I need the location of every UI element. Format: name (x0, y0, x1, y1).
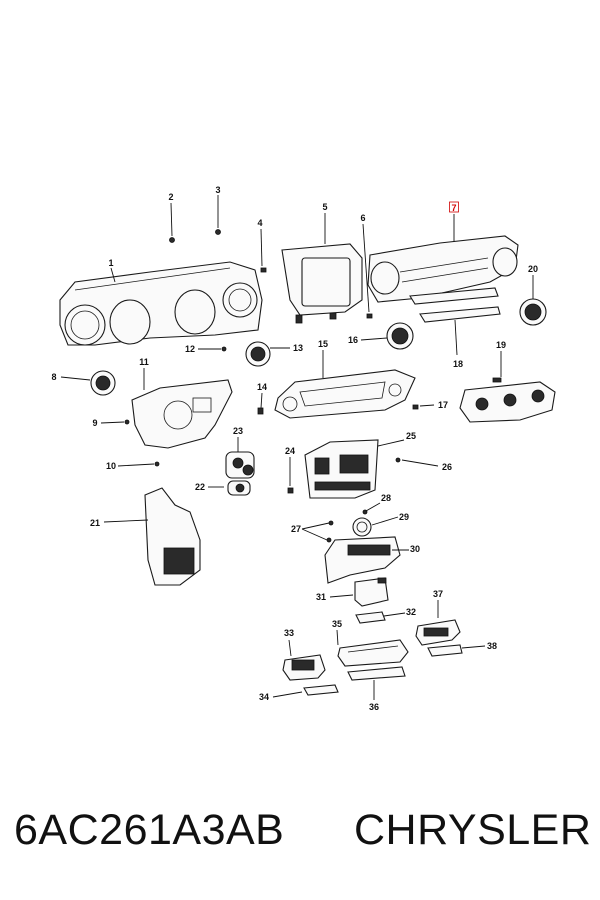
part-clip-12 (221, 346, 227, 352)
part-number: 6AC261A3AB (14, 806, 285, 854)
part-switch-22 (227, 480, 251, 496)
part-clip-3 (215, 229, 221, 235)
part-switch-23 (225, 451, 255, 479)
part-bin-33 (282, 654, 326, 681)
footer: 6AC261A3AB CHRYSLER (0, 800, 600, 860)
part-column-bezel (131, 379, 233, 449)
callout-9: 9 (92, 418, 97, 428)
callout-labels: 1 2 3 4 5 6 7 8 9 10 11 12 13 14 15 16 1… (51, 185, 538, 712)
callout-24: 24 (285, 446, 295, 456)
part-clip-6 (366, 313, 373, 319)
callout-37: 37 (433, 589, 443, 599)
part-clip-2 (169, 237, 175, 243)
callout-15: 15 (318, 339, 328, 349)
callout-38: 38 (487, 641, 497, 651)
callout-33: 33 (284, 628, 294, 638)
callout-5: 5 (322, 202, 327, 212)
part-bin-37 (415, 619, 461, 646)
callout-25: 25 (406, 431, 416, 441)
callout-36: 36 (369, 702, 379, 712)
callout-20: 20 (528, 264, 538, 274)
callout-6: 6 (360, 213, 365, 223)
part-clip-14 (257, 407, 264, 415)
callout-13: 13 (293, 343, 303, 353)
callout-12: 12 (185, 344, 195, 354)
part-shifter-bezel (324, 536, 401, 584)
callout-4: 4 (257, 218, 262, 228)
callout-1: 1 (108, 258, 113, 268)
part-clip-4 (260, 267, 267, 273)
callout-29: 29 (399, 512, 409, 522)
callout-32: 32 (406, 607, 416, 617)
manufacturer-name: CHRYSLER (354, 806, 592, 854)
callout-7: 7 (451, 203, 456, 213)
callout-31: 31 (316, 592, 326, 602)
callout-16: 16 (348, 335, 358, 345)
callout-10: 10 (106, 461, 116, 471)
part-vent-8 (90, 370, 116, 396)
part-clip-10 (154, 461, 160, 467)
part-clip-27a (328, 520, 334, 526)
callout-18: 18 (453, 359, 463, 369)
part-mat-34 (303, 684, 339, 696)
part-vent-13 (245, 341, 271, 367)
callout-14: 14 (257, 382, 267, 392)
part-instrument-bezel (59, 261, 263, 346)
part-climate-control (459, 377, 556, 423)
callout-3: 3 (215, 185, 220, 195)
callout-2: 2 (168, 192, 173, 202)
part-bin-31 (354, 577, 389, 607)
part-mat-36 (347, 666, 406, 681)
part-mat-38 (427, 644, 463, 657)
callout-19: 19 (496, 340, 506, 350)
callout-30: 30 (410, 544, 420, 554)
part-clip-24 (287, 487, 294, 494)
callout-22: 22 (195, 482, 205, 492)
callout-23: 23 (233, 426, 243, 436)
part-clip-26 (395, 457, 401, 463)
part-radio-bezel (274, 369, 416, 419)
callout-7-highlight-box (449, 201, 459, 213)
part-clip-27b (326, 537, 332, 543)
part-trim-strip-lower (419, 306, 501, 323)
part-trim-strip (409, 287, 499, 305)
part-knob-29 (352, 517, 372, 537)
part-clip-17 (412, 404, 419, 410)
callout-35: 35 (332, 619, 342, 629)
part-vent-16 (386, 322, 414, 350)
part-knee-panel (144, 487, 201, 586)
part-vent-20 (519, 298, 547, 326)
part-center-bezel (281, 243, 363, 324)
callout-21: 21 (90, 518, 100, 528)
leader-lines (60, 195, 534, 700)
callout-28: 28 (381, 493, 391, 503)
callout-11: 11 (139, 357, 149, 367)
part-clip-9 (124, 419, 130, 425)
part-switch-bezel (304, 439, 379, 499)
callout-34: 34 (259, 692, 269, 702)
part-bin-35 (337, 639, 409, 667)
callout-17: 17 (438, 400, 448, 410)
callout-8: 8 (51, 372, 56, 382)
part-mat-32 (355, 611, 386, 624)
part-passenger-panel (367, 235, 519, 303)
callout-27: 27 (291, 524, 301, 534)
callout-26: 26 (442, 462, 452, 472)
